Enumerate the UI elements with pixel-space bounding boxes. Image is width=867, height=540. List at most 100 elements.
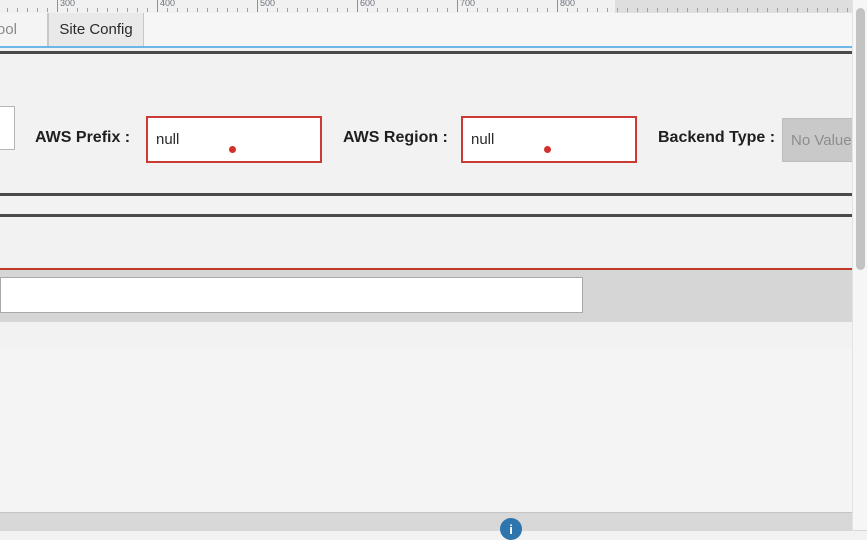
ruler-minor-tick	[697, 8, 698, 12]
ruler-minor-tick	[207, 8, 208, 12]
ruler-minor-tick	[87, 8, 88, 12]
aws-prefix-label: AWS Prefix :	[35, 129, 131, 146]
ruler-minor-tick	[627, 8, 628, 12]
ruler-minor-tick	[337, 8, 338, 12]
ruler-minor-tick	[97, 8, 98, 12]
ruler-minor-tick	[277, 8, 278, 12]
ruler-minor-tick	[597, 8, 598, 12]
tab-site-config[interactable]: Site Config	[48, 13, 144, 46]
ruler-minor-tick	[437, 8, 438, 12]
ruler-minor-tick	[587, 8, 588, 12]
ruler-active-region	[0, 0, 615, 13]
backend-type-value: No Value	[791, 131, 852, 149]
ruler-minor-tick	[347, 8, 348, 12]
info-circle-glyph: i	[509, 521, 513, 537]
ruler-minor-tick	[297, 8, 298, 12]
aws-region-input[interactable]: null	[461, 116, 637, 163]
ruler-minor-tick	[757, 8, 758, 12]
ruler-inactive-region	[615, 0, 867, 13]
ruler-minor-tick	[577, 8, 578, 12]
ruler-minor-tick	[567, 8, 568, 12]
ruler-minor-tick	[127, 8, 128, 12]
ruler-minor-tick	[387, 8, 388, 12]
ruler-minor-tick	[657, 8, 658, 12]
ruler-minor-tick	[317, 8, 318, 12]
ruler-minor-tick	[27, 8, 28, 12]
ruler-minor-tick	[327, 8, 328, 12]
left-truncated-field[interactable]	[0, 106, 15, 150]
tab-query-tool[interactable]: y Tool	[0, 13, 48, 46]
section-divider-mid-a	[0, 193, 867, 196]
tab-site-config-label: Site Config	[59, 21, 133, 38]
ruler-minor-tick	[427, 8, 428, 12]
ruler-minor-tick	[767, 8, 768, 12]
aws-prefix-required-dot	[229, 146, 236, 153]
ruler-minor-tick	[837, 8, 838, 12]
ruler-minor-tick	[477, 8, 478, 12]
ruler-minor-tick	[407, 8, 408, 12]
ruler-minor-tick	[517, 8, 518, 12]
ruler-minor-tick	[17, 8, 18, 12]
ruler-minor-tick	[717, 8, 718, 12]
ruler-minor-tick	[467, 8, 468, 12]
ruler-major-tick	[357, 0, 358, 12]
ruler-minor-tick	[397, 8, 398, 12]
ruler-major-tick	[557, 0, 558, 12]
ruler-minor-tick	[287, 8, 288, 12]
ruler-minor-tick	[247, 8, 248, 12]
ruler-label: 700	[460, 0, 476, 8]
ruler-minor-tick	[777, 8, 778, 12]
config-form-row: AWS Prefix : null AWS Region : null Back…	[0, 54, 867, 193]
section-divider-mid-b	[0, 214, 867, 217]
ruler-major-tick	[57, 0, 58, 12]
vertical-scrollbar[interactable]	[852, 0, 867, 530]
aws-region-required-dot	[544, 146, 551, 153]
ruler-minor-tick	[107, 8, 108, 12]
ruler-minor-tick	[727, 8, 728, 12]
lower-band	[0, 217, 867, 266]
ruler-label: 500	[260, 0, 276, 8]
aws-region-value: null	[471, 131, 495, 148]
ruler-minor-tick	[737, 8, 738, 12]
vertical-scrollbar-thumb[interactable]	[856, 8, 865, 270]
ruler-minor-tick	[497, 8, 498, 12]
ruler-minor-tick	[227, 8, 228, 12]
ruler-minor-tick	[797, 8, 798, 12]
ruler-minor-tick	[687, 8, 688, 12]
ruler-label: 800	[560, 0, 576, 8]
error-divider-line	[0, 267, 867, 271]
aws-prefix-input[interactable]: null	[146, 116, 322, 163]
ruler-label: 600	[360, 0, 376, 8]
ruler-minor-tick	[167, 8, 168, 12]
content-area-upper	[0, 322, 867, 350]
ruler-minor-tick	[787, 8, 788, 12]
ruler-minor-tick	[367, 8, 368, 12]
ruler-minor-tick	[307, 8, 308, 12]
ruler-minor-tick	[747, 8, 748, 12]
mid-band	[0, 196, 867, 214]
ruler-minor-tick	[77, 8, 78, 12]
ruler-minor-tick	[677, 8, 678, 12]
section-divider-top	[0, 51, 867, 54]
ruler-minor-tick	[827, 8, 828, 12]
ruler-minor-tick	[617, 8, 618, 12]
ruler-minor-tick	[807, 8, 808, 12]
ruler-minor-tick	[187, 8, 188, 12]
ruler-minor-tick	[137, 8, 138, 12]
ruler-minor-tick	[197, 8, 198, 12]
ruler-minor-tick	[507, 8, 508, 12]
ruler-minor-tick	[647, 8, 648, 12]
info-circle-icon[interactable]: i	[500, 518, 522, 540]
ruler-minor-tick	[707, 8, 708, 12]
ruler-minor-tick	[147, 8, 148, 12]
backend-type-label: Backend Type :	[658, 129, 776, 146]
ruler-label: 300	[60, 0, 76, 8]
tab-bar-empty-area	[144, 13, 867, 46]
ruler-minor-tick	[487, 8, 488, 12]
panel-text-input[interactable]	[0, 277, 583, 313]
ruler-minor-tick	[177, 8, 178, 12]
ruler-minor-tick	[377, 8, 378, 12]
ruler-minor-tick	[547, 8, 548, 12]
